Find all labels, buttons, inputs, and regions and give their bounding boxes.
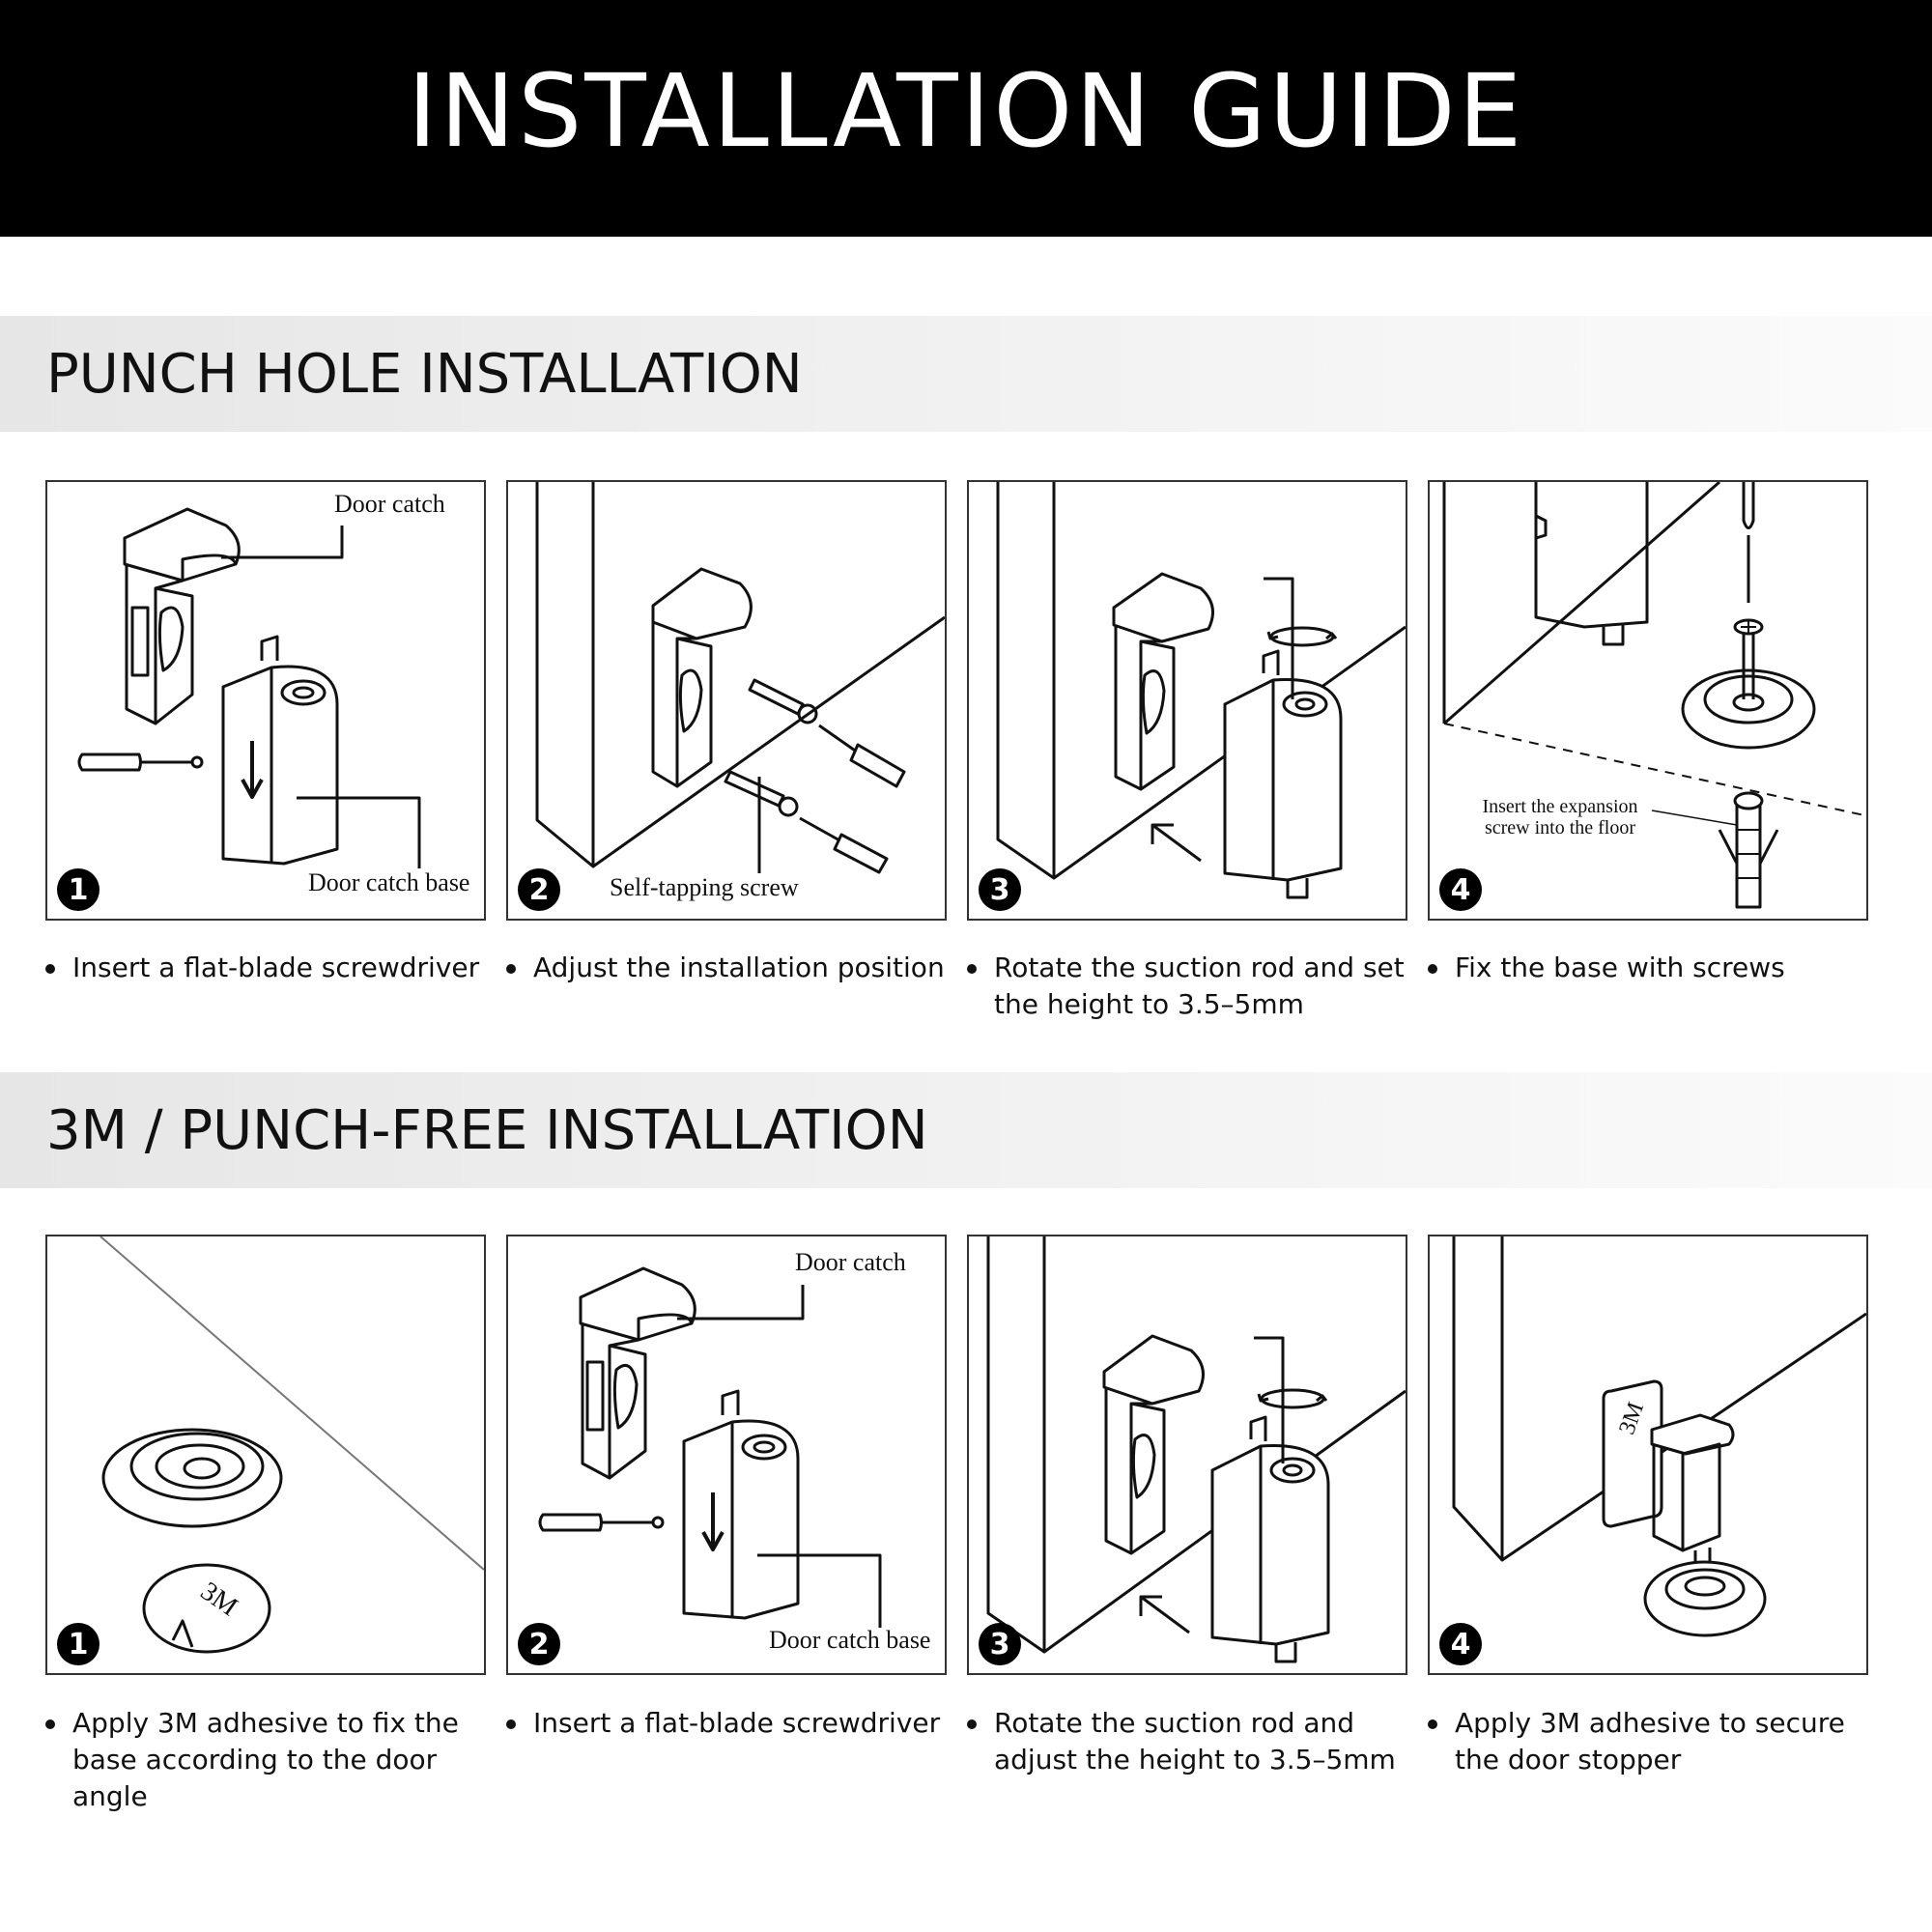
bullet-icon — [1428, 1719, 1437, 1729]
bullet-icon — [45, 964, 55, 974]
bullet-icon — [45, 1719, 55, 1729]
label-door-catch: Door catch — [795, 1248, 906, 1276]
step-number-badge: 4 — [1439, 1623, 1482, 1665]
section-title-punch-free: 3M / PUNCH-FREE INSTALLATION — [46, 1099, 928, 1162]
header-banner: INSTALLATION GUIDE — [0, 0, 1932, 237]
step-number-badge: 1 — [57, 1623, 99, 1665]
s2-step1-caption: Apply 3M adhesive to fix the base accord… — [45, 1705, 499, 1815]
s2-step2-panel: Door catch Door catch base 2 — [506, 1235, 947, 1675]
door-catch-parts-illustration — [538, 1266, 882, 1628]
step-number-badge: 3 — [979, 868, 1021, 911]
s1-step4-panel: Insert the expansion screw into the floo… — [1428, 480, 1868, 921]
bullet-icon — [1428, 964, 1437, 974]
s1-step2-caption: Adjust the installation position — [506, 950, 960, 986]
rotate-rod-illustration — [996, 482, 1406, 899]
label-expansion-screw: Insert the expansion screw into the floo… — [1482, 796, 1638, 838]
label-door-catch-base: Door catch base — [308, 868, 470, 896]
position-adjust-illustration — [535, 482, 945, 874]
s2-step4-caption: Apply 3M adhesive to secure the door sto… — [1428, 1705, 1882, 1778]
section-title-punch-hole: PUNCH HOLE INSTALLATION — [46, 343, 803, 406]
s1-step4-caption: Fix the base with screws — [1428, 950, 1882, 986]
adhesive-stopper-illustration — [1452, 1236, 1866, 1637]
s2-step4-panel: 3M 4 — [1428, 1235, 1868, 1675]
bullet-icon — [967, 964, 977, 974]
label-self-tapping-screw: Self-tapping screw — [610, 873, 799, 901]
step-number-badge: 4 — [1439, 868, 1482, 911]
step-number-badge: 3 — [979, 1623, 1021, 1665]
bullet-icon — [506, 1719, 516, 1729]
page-title: INSTALLATION GUIDE — [407, 51, 1525, 170]
label-door-catch: Door catch — [334, 490, 445, 518]
label-door-catch-base: Door catch base — [769, 1626, 931, 1654]
s1-step2-panel: Self-tapping screw 2 — [506, 480, 947, 921]
fix-base-screws-illustration — [1442, 482, 1865, 909]
bullet-icon — [967, 1719, 977, 1729]
bullet-icon — [506, 964, 516, 974]
door-catch-parts-illustration — [77, 507, 421, 868]
s2-step1-panel: 3M 1 — [45, 1235, 486, 1675]
s1-step3-panel: 3 — [967, 480, 1407, 921]
s1-step1-caption: Insert a flat-blade screwdriver — [45, 950, 499, 986]
rotate-rod-illustration — [986, 1236, 1406, 1663]
step-number-badge: 1 — [57, 868, 99, 911]
section-punch-free: 3M / PUNCH-FREE INSTALLATION — [0, 1072, 1932, 1188]
s2-step3-caption: Rotate the suction rod and adjust the he… — [967, 1705, 1421, 1778]
s1-step1-panel: Door catch Door catch base 1 — [45, 480, 486, 921]
s2-step2-caption: Insert a flat-blade screwdriver — [506, 1705, 960, 1742]
adhesive-base-illustration — [99, 1236, 484, 1654]
s1-step3-caption: Rotate the suction rod and set the heigh… — [967, 950, 1421, 1023]
step-number-badge: 2 — [518, 1623, 560, 1665]
s2-step3-panel: 3 — [967, 1235, 1407, 1675]
section-punch-hole: PUNCH HOLE INSTALLATION — [0, 316, 1932, 432]
step-number-badge: 2 — [518, 868, 560, 911]
